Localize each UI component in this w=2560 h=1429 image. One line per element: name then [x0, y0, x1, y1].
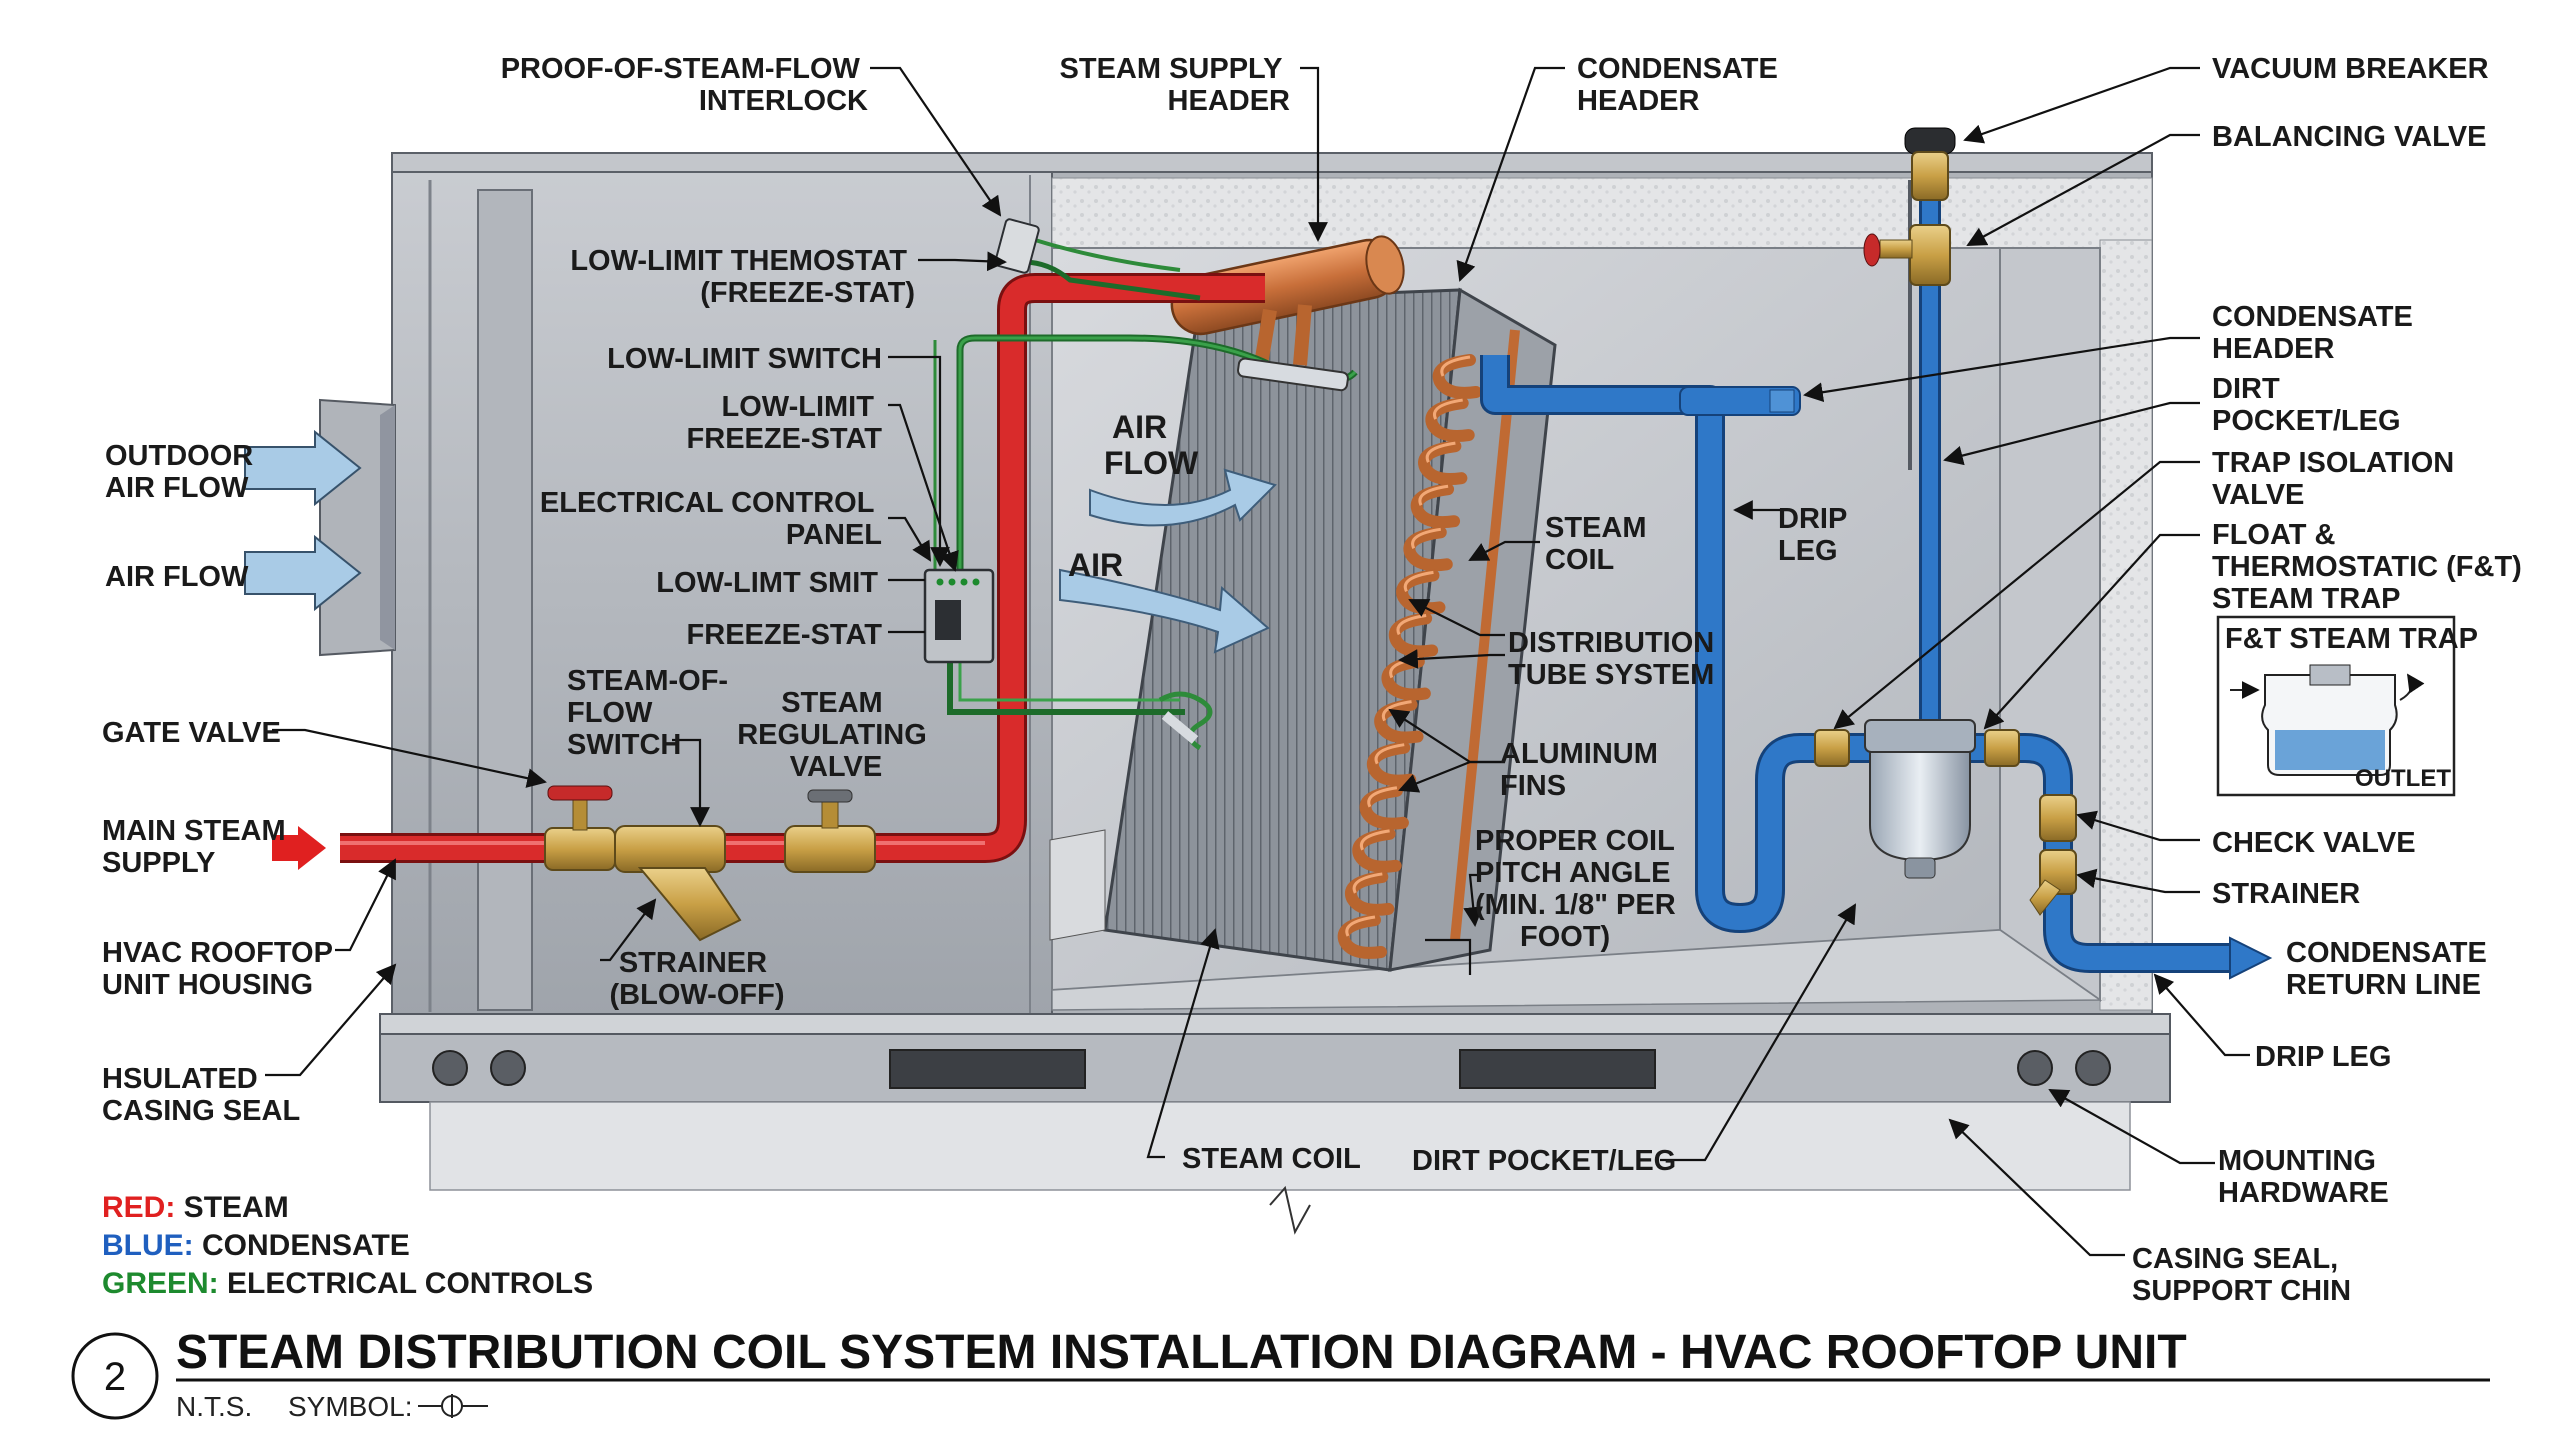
- copper-u-bend-highlight: [1425, 441, 1456, 463]
- callout-labels: PROOF-OF-STEAM-FLOW INTERLOCK STEAM SUPP…: [102, 53, 2530, 1307]
- symbol-label: SYMBOL:: [288, 1391, 412, 1422]
- label-electrical-control-panel: ELECTRICAL CONTROL PANEL: [540, 487, 882, 551]
- copper-u-bend: [1359, 784, 1409, 830]
- label-strainer-blowoff: STRAINER (BLOW-OFF): [610, 947, 785, 1011]
- copper-u-bend-highlight: [1374, 743, 1405, 765]
- diagram-title: STEAM DISTRIBUTION COIL SYSTEM INSTALLAT…: [176, 1326, 2187, 1379]
- label-steam-supply-header: STEAM SUPPLY HEADER: [1060, 53, 1291, 117]
- label-air-flow-inside-2: AIR: [1068, 547, 1123, 583]
- outdoor-air-duct: [319, 398, 396, 657]
- copper-u-bend-highlight: [1403, 570, 1434, 593]
- copper-u-bend: [1410, 483, 1461, 529]
- label-steam-coil-mid: STEAM COIL: [1545, 512, 1655, 576]
- label-drip-leg-right: DRIP LEG: [2255, 1041, 2391, 1073]
- label-mounting-hardware: MOUNTING HARDWARE: [2218, 1145, 2389, 1209]
- label-low-limit-thermostat: LOW-LIMIT THEMOSTAT (FREEZE-STAT): [570, 245, 915, 309]
- label-drip-leg-mid: DRIP LEG: [1778, 503, 1855, 567]
- label-steam-coil-bottom: STEAM COIL: [1182, 1143, 1361, 1175]
- copper-u-bend: [1425, 397, 1475, 442]
- detail-number: 2: [104, 1355, 126, 1399]
- air-flow-arrows: [1059, 468, 1277, 654]
- label-check-valve: CHECK VALVE: [2212, 827, 2416, 859]
- label-strainer-right: STRAINER: [2212, 878, 2360, 910]
- label-condensate-header-top: CONDENSATE HEADER: [1577, 53, 1786, 117]
- label-hvac-rooftop-housing: HVAC ROOFTOP UNIT HOUSING: [102, 937, 340, 1001]
- label-main-steam-supply: MAIN STEAM SUPPLY: [102, 815, 294, 879]
- label-coil-pitch-angle: PROPER COIL PITCH ANGLE (MIN. 1/8" PER F…: [1475, 825, 1684, 953]
- steam-supply-header: [1170, 235, 1405, 372]
- outdoor-air-arrows: [244, 429, 362, 612]
- symbol-icon: [418, 1394, 488, 1418]
- label-low-limt-smit: LOW-LIMT SMIT: [656, 567, 878, 599]
- label-trap-isolation-valve: TRAP ISOLATION VALVE: [2212, 447, 2462, 511]
- label-ft-steam-trap: FLOAT & THERMOSTATIC (F&T) STEAM TRAP: [2212, 519, 2530, 615]
- label-air-flow-inside-1: AIR FLOW: [1104, 409, 1199, 481]
- label-insulated-casing-seal: HSULATED CASING SEAL: [102, 1063, 300, 1127]
- legend-entry: GREEN: ELECTRICAL CONTROLS: [102, 1267, 593, 1300]
- copper-u-bend-highlight: [1381, 700, 1412, 722]
- strainer-right: [2029, 849, 2077, 916]
- copper-u-bend: [1345, 870, 1395, 916]
- label-balancing-valve: BALANCING VALVE: [2212, 121, 2486, 153]
- label-proof-interlock: PROOF-OF-STEAM-FLOW INTERLOCK: [501, 53, 868, 117]
- copper-u-bend: [1403, 526, 1453, 572]
- copper-u-bend-highlight: [1352, 872, 1383, 894]
- copper-u-bend: [1418, 440, 1468, 486]
- label-low-limit-switch: LOW-LIMIT SWITCH: [607, 343, 882, 375]
- strainer-blowoff: [614, 825, 742, 942]
- ft-steam-trap-inset: F&T STEAM TRAP OUTLET: [2216, 615, 2478, 797]
- inset-title: F&T STEAM TRAP: [2225, 623, 2478, 655]
- inset-outlet-label: OUTLET: [2355, 765, 2451, 792]
- copper-u-bend-highlight: [1418, 484, 1449, 506]
- label-air-flow-left: AIR FLOW: [105, 561, 249, 593]
- scale-note: N.T.S.: [176, 1391, 252, 1422]
- label-dirt-pocket-right: DIRT POCKET/LEG: [2212, 373, 2401, 437]
- steam-regulating-valve: [784, 789, 876, 873]
- label-vacuum-breaker: VACUUM BREAKER: [2212, 53, 2489, 85]
- balancing-valve: [1863, 224, 1951, 286]
- vacuum-breaker: [1904, 127, 1956, 201]
- electrical-controls: [923, 218, 1358, 751]
- label-distribution-tube-system: DISTRIBUTION TUBE SYSTEM: [1508, 627, 1722, 691]
- label-freeze-stat: FREEZE-STAT: [687, 619, 883, 651]
- copper-u-bend: [1337, 914, 1387, 959]
- copper-u-bend-highlight: [1433, 398, 1463, 420]
- label-casing-seal-support: CASING SEAL, SUPPORT CHIN: [2132, 1243, 2351, 1307]
- steam-piping: [272, 273, 1265, 870]
- label-outdoor-air-flow: OUTDOOR AIR FLOW: [105, 440, 261, 504]
- copper-u-bend: [1366, 741, 1417, 787]
- copper-u-bend-highlight: [1360, 829, 1390, 851]
- copper-u-bend: [1432, 354, 1482, 399]
- color-legend: RED: STEAM BLUE: CONDENSATE GREEN: ELECTRI…: [102, 1191, 593, 1300]
- label-steam-of-flow-switch: STEAM-OF- FLOW SWITCH: [567, 665, 736, 761]
- distribution-tube-system: [1337, 329, 1520, 959]
- ft-steam-trap: [1864, 719, 1976, 879]
- label-low-limit-freeze-stat: LOW-LIMIT FREEZE-STAT: [687, 391, 883, 455]
- label-gate-valve: GATE VALVE: [102, 717, 281, 749]
- copper-u-bend-highlight: [1440, 355, 1471, 377]
- label-steam-regulating-valve: STEAM REGULATING VALVE: [737, 687, 935, 783]
- legend-entry: RED: STEAM: [102, 1191, 289, 1224]
- label-condensate-return-line: CONDENSATE RETURN LINE: [2286, 937, 2495, 1001]
- condensate-piping: [1480, 180, 2273, 980]
- legend-entry: BLUE: CONDENSATE: [102, 1229, 410, 1262]
- copper-u-bend-highlight: [1367, 786, 1398, 808]
- copper-u-bend-highlight: [1345, 915, 1376, 937]
- gate-valve: [544, 785, 616, 871]
- title-block: 2 STEAM DISTRIBUTION COIL SYSTEM INSTALL…: [71, 1326, 2490, 1422]
- copper-u-bend-highlight: [1411, 527, 1441, 549]
- copper-u-bend: [1374, 698, 1424, 744]
- trap-isolation-valves: [1814, 729, 2020, 767]
- label-dirt-pocket-bottom: DIRT POCKET/LEG: [1412, 1145, 1676, 1177]
- leader-lines: [265, 66, 2250, 1257]
- detail-number-circle: [71, 1332, 159, 1420]
- label-aluminum-fins: ALUMINUM FINS: [1500, 738, 1666, 802]
- copper-u-bend: [1352, 827, 1402, 873]
- label-condensate-header-right: CONDENSATE HEADER: [2212, 301, 2421, 365]
- check-valve: [2039, 794, 2077, 842]
